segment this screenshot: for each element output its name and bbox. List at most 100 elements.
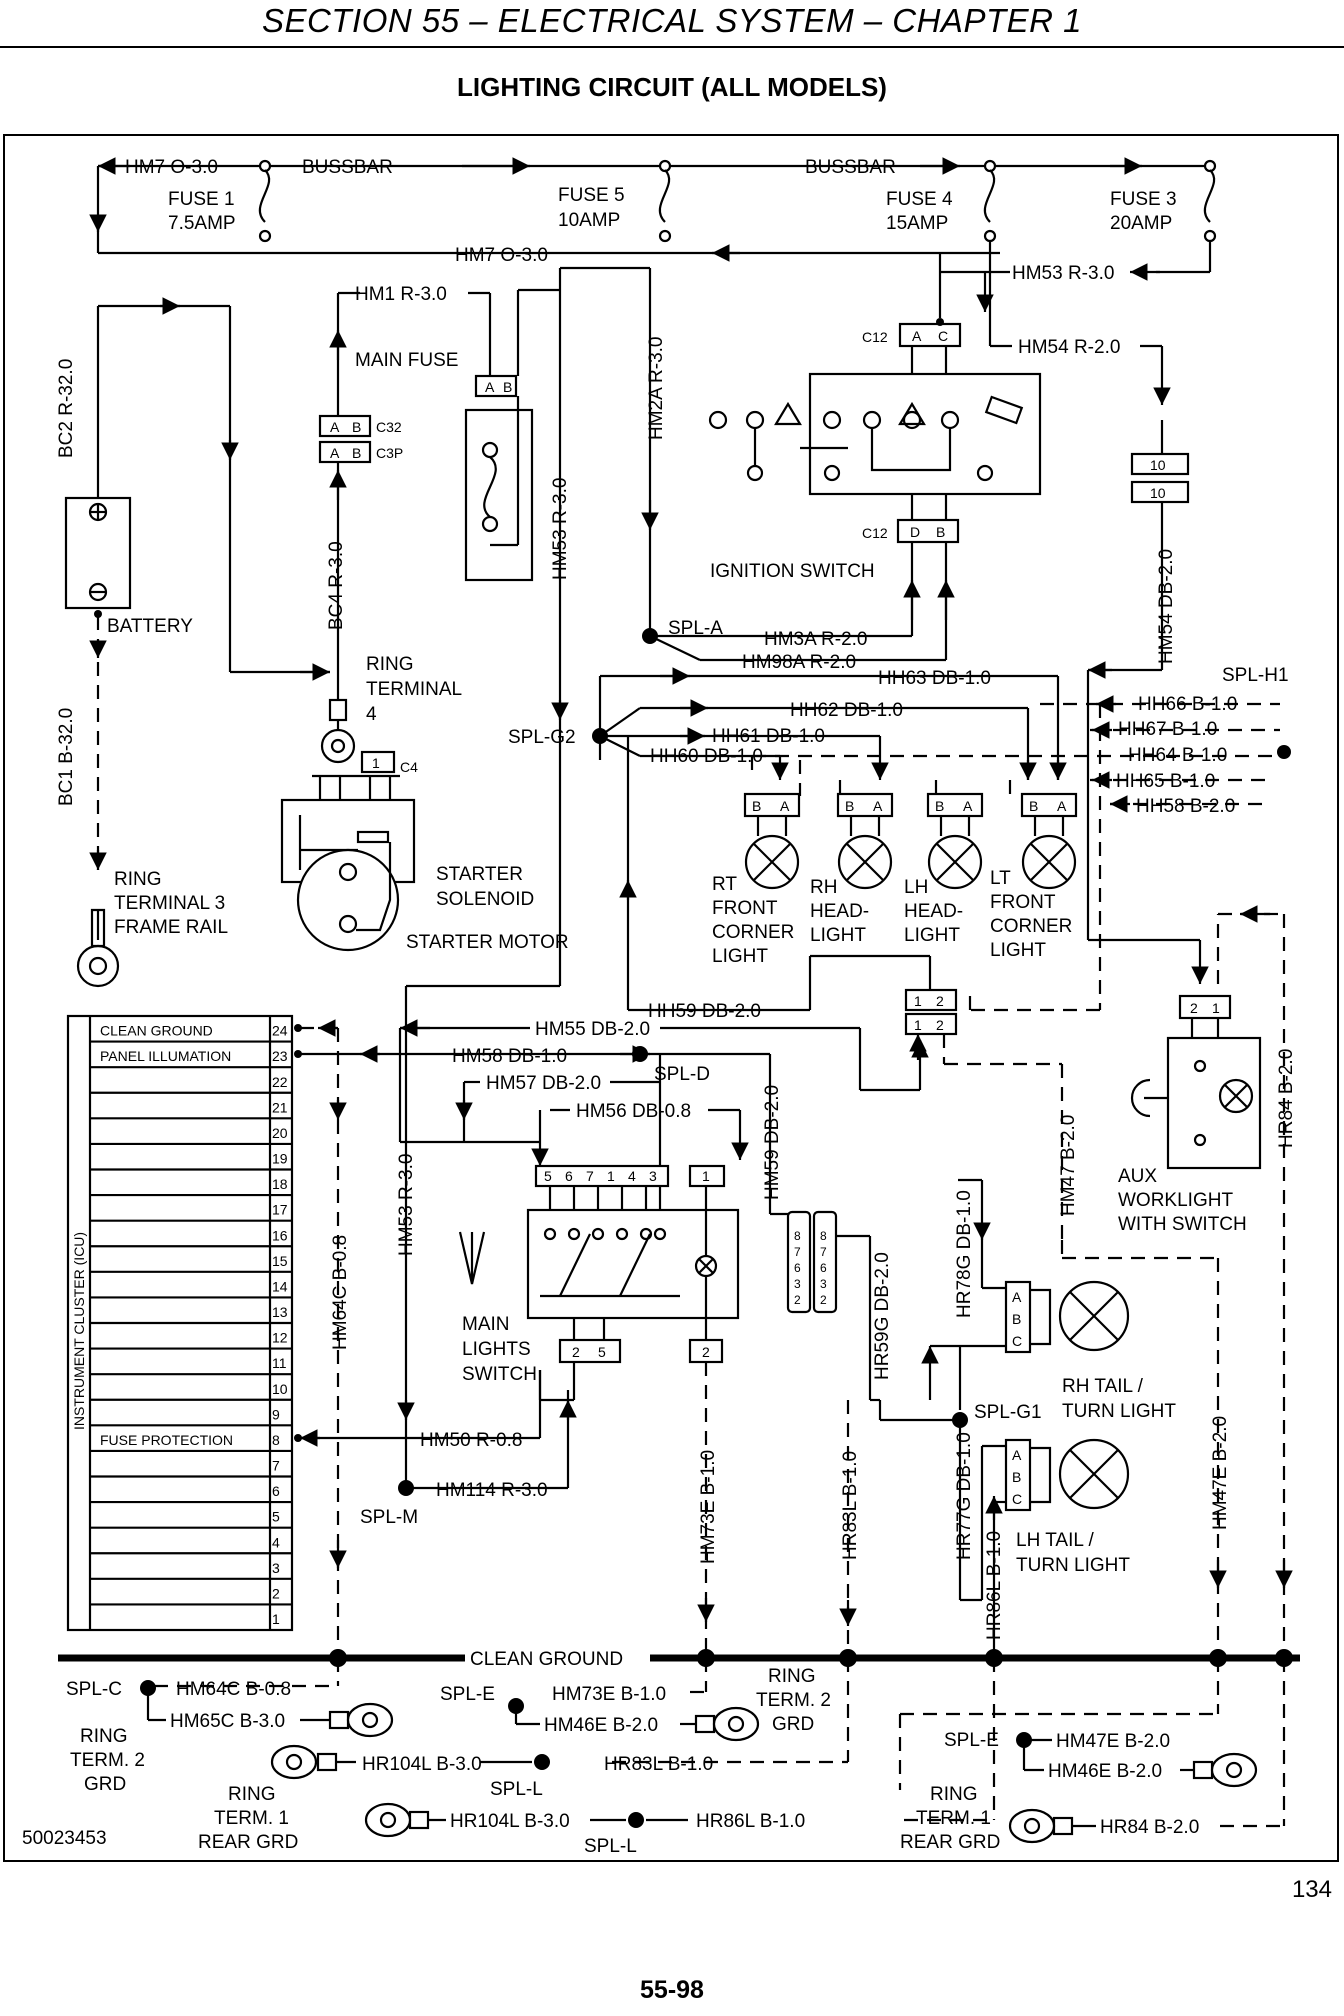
c8-l-3: 3 bbox=[794, 1277, 801, 1291]
spl-l1-label: SPL-L bbox=[490, 1779, 543, 1800]
c32-pin-b: B bbox=[352, 419, 361, 435]
c8-l-8: 8 bbox=[794, 1229, 801, 1243]
icu-pin-number: 9 bbox=[272, 1406, 280, 1422]
starter-solenoid-l1: STARTER bbox=[436, 864, 523, 885]
lh-tail-l2: TURN LIGHT bbox=[1016, 1555, 1130, 1576]
spl-m-label: SPL-M bbox=[360, 1507, 418, 1528]
c4-connector bbox=[360, 750, 396, 774]
conn10-top: 10 bbox=[1150, 457, 1166, 473]
aux-l1: AUX bbox=[1118, 1166, 1157, 1187]
icu-row-label: CLEAN GROUND bbox=[100, 1023, 213, 1039]
lamp2-pin-b: B bbox=[845, 798, 854, 814]
hm50-label: HM50 R-0.8 bbox=[420, 1430, 522, 1451]
c8-r-2: 2 bbox=[820, 1293, 827, 1307]
ring-term2a-l2: TERM. 2 bbox=[70, 1750, 145, 1771]
hm59-label: HM59 DB-2.0 bbox=[762, 1085, 783, 1200]
aux-pin-1: 1 bbox=[1212, 1000, 1220, 1016]
hm53-top-label: HM53 R-3.0 bbox=[1012, 263, 1114, 284]
spl-d-label: SPL-D bbox=[654, 1064, 710, 1085]
lamp2-pin-a: A bbox=[873, 798, 883, 814]
hr83l-v-label: HR83L B-1.0 bbox=[840, 1451, 861, 1560]
icu-pin-number: 20 bbox=[272, 1125, 288, 1141]
mls-l1: MAIN bbox=[462, 1314, 510, 1335]
fuse-3-name: FUSE 3 bbox=[1110, 189, 1177, 210]
aux-worklight: 2 1 AUX WORKLIGHT WITH SWITCH HR84 B-2.0 bbox=[1118, 905, 1297, 1658]
hm2a-label: HM2A R-3.0 bbox=[646, 337, 667, 440]
switch-top-pin: 1 bbox=[607, 1168, 615, 1184]
ring-term1b-l2: TERM. 1 bbox=[916, 1808, 991, 1829]
icu-pin-number: 2 bbox=[272, 1585, 280, 1601]
rt-corner-l3: CORNER bbox=[712, 922, 794, 943]
lamp1-pin-b: B bbox=[752, 798, 761, 814]
fuse-5: FUSE 5 10AMP bbox=[558, 159, 672, 243]
hm54-v-label: HM54 DB-2.0 bbox=[1156, 549, 1177, 664]
hm114-label: HM114 R-3.0 bbox=[436, 1480, 548, 1501]
ring-term4-l3: 4 bbox=[366, 704, 377, 725]
icu-pin-number: 8 bbox=[272, 1432, 280, 1448]
mainfuse-pin-a: A bbox=[485, 379, 495, 395]
ign-pin-d: D bbox=[910, 524, 920, 540]
hr84-b-label: HR84 B-2.0 bbox=[1100, 1817, 1199, 1838]
hm7-mid-label: HM7 O-3.0 bbox=[455, 245, 548, 266]
icu-pin-number: 12 bbox=[272, 1330, 288, 1346]
folio: 55-98 bbox=[640, 1976, 704, 2004]
fuse-4-rating: 15AMP bbox=[886, 213, 948, 234]
page-number: 134 bbox=[1291, 1876, 1332, 1903]
c32-label: C32 bbox=[376, 419, 402, 435]
ring-term3-l3: FRAME RAIL bbox=[114, 917, 228, 938]
ring-term1b-l1: RING bbox=[930, 1784, 978, 1805]
hh58-label: HH58 B-2.0 bbox=[1136, 796, 1235, 817]
ring-terminal-3 bbox=[76, 908, 120, 988]
icu-pin-number: 21 bbox=[272, 1099, 288, 1115]
hr59g-label: HR59G DB-2.0 bbox=[872, 1252, 893, 1380]
main-fuse-block: A B HM53 R-3.0 HM2A R-3.0 bbox=[464, 266, 667, 760]
fuse-4-name: FUSE 4 bbox=[886, 189, 953, 210]
lt-corner-l4: LIGHT bbox=[990, 940, 1046, 961]
ground-connections: SPL-C HM64C B-0.8 HM65C B-3.0 RING TERM.… bbox=[66, 1658, 1286, 1857]
ring-term2b-l2: TERM. 2 bbox=[756, 1690, 831, 1711]
lt-corner-l1: LT bbox=[990, 868, 1011, 889]
icu-row-label: FUSE PROTECTION bbox=[100, 1432, 233, 1448]
ring-term1a-l2: TERM. 1 bbox=[214, 1808, 289, 1829]
spl-e1-label: SPL-E bbox=[440, 1684, 495, 1705]
diagram-frame bbox=[3, 134, 1339, 1862]
hh66-label: HH66 B-1.0 bbox=[1138, 694, 1237, 715]
lh-head-l2: HEAD- bbox=[904, 901, 963, 922]
lamp-lh-headlight: B A LH HEAD- LIGHT bbox=[904, 792, 984, 946]
diagram-title: LIGHTING CIRCUIT (ALL MODELS) bbox=[457, 72, 887, 102]
rh-tail-l1: RH TAIL / bbox=[1062, 1376, 1144, 1397]
icu-pin-number: 13 bbox=[272, 1304, 288, 1320]
hm65c-label: HM65C B-3.0 bbox=[170, 1711, 285, 1732]
rt-corner-l1: RT bbox=[712, 874, 737, 895]
hr86l-v-label: HR86L B-1.0 bbox=[984, 1531, 1005, 1640]
c8-l-7: 7 bbox=[794, 1245, 801, 1259]
busbar: HM7 O-3.0 BUSSBAR BUSSBAR HM7 O-3.0 bbox=[89, 157, 1212, 266]
icu-pin-number: 16 bbox=[272, 1227, 288, 1243]
hh61-label: HH61 DB-1.0 bbox=[712, 726, 825, 747]
rh-tail-l2: TURN LIGHT bbox=[1062, 1401, 1176, 1422]
ignition-switch-label: IGNITION SWITCH bbox=[710, 561, 875, 582]
fuse-1-name: FUSE 1 bbox=[168, 189, 235, 210]
c8-r-8: 8 bbox=[820, 1229, 827, 1243]
hm56-label: HM56 DB-0.8 bbox=[576, 1101, 691, 1122]
hm46e-a-label: HM46E B-2.0 bbox=[544, 1715, 658, 1736]
lh-tail-pin-a: A bbox=[1012, 1447, 1022, 1463]
ign-pin-b: B bbox=[936, 524, 945, 540]
lamp4-pin-a: A bbox=[1057, 798, 1067, 814]
aux-l3: WITH SWITCH bbox=[1118, 1214, 1247, 1235]
rh-tail-pin-a: A bbox=[1012, 1289, 1022, 1305]
rh-tail-light: HR78G DB-1.0 A B C RH TAIL / TURN LIGHT bbox=[954, 1178, 1176, 1422]
icu-pin-number: 18 bbox=[272, 1176, 288, 1192]
icu-pin-number: 23 bbox=[272, 1048, 288, 1064]
starter-motor bbox=[296, 848, 400, 952]
spl-a-label: SPL-A bbox=[668, 618, 723, 639]
mls-l3: SWITCH bbox=[462, 1364, 537, 1385]
fuse-5-rating: 10AMP bbox=[558, 210, 620, 231]
icu-pin-number: 3 bbox=[272, 1560, 280, 1576]
hr104l-b-label: HR104L B-3.0 bbox=[450, 1811, 570, 1832]
lamp-rh-headlight: B A RH HEAD- LIGHT bbox=[810, 792, 894, 946]
rh-head-l3: LIGHT bbox=[810, 925, 866, 946]
spl-h1-label: SPL-H1 bbox=[1222, 665, 1289, 686]
c32-pin-a: A bbox=[330, 419, 340, 435]
